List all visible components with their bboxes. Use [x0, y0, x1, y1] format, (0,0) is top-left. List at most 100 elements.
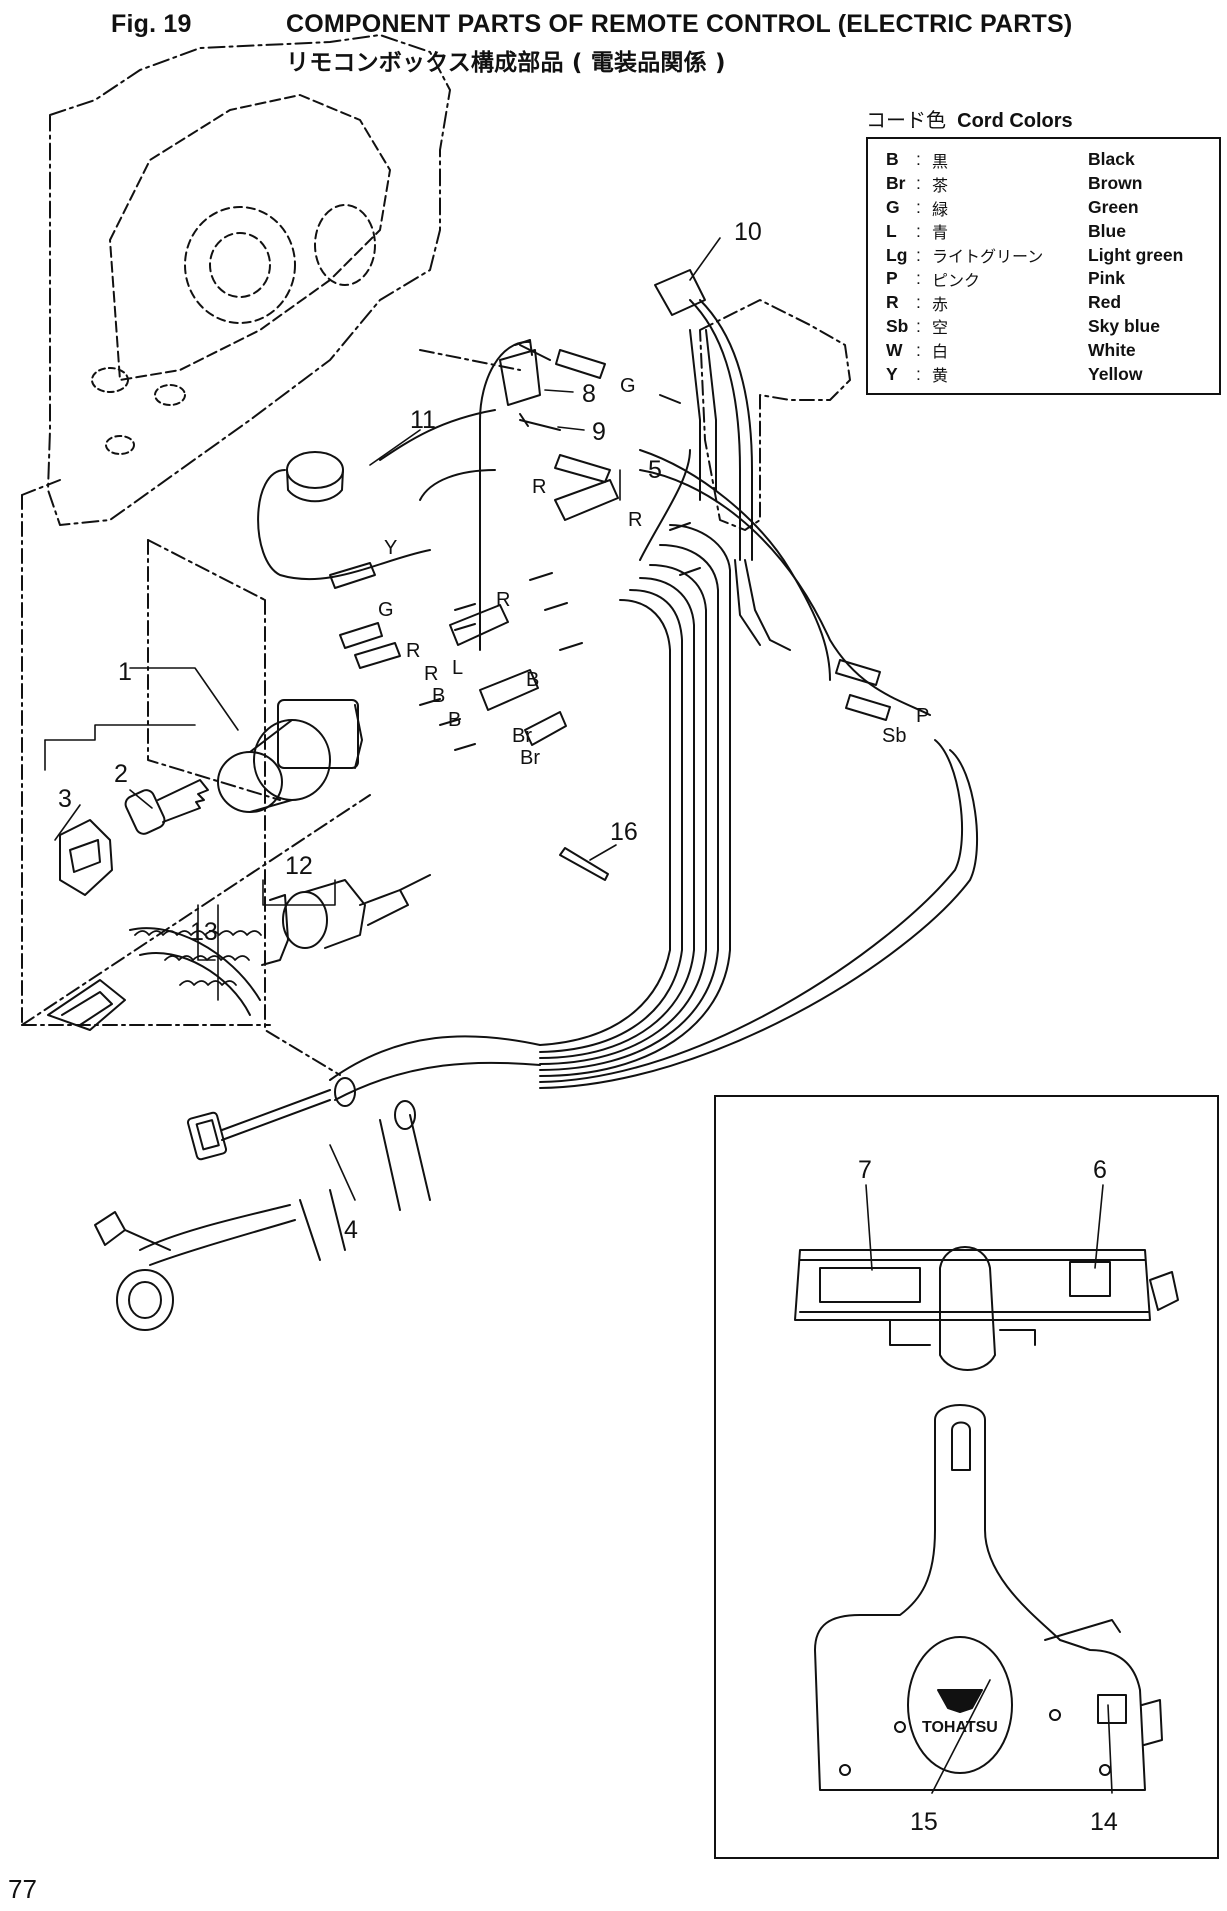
wiring-harness [94, 1035, 541, 1331]
legend-row: B: 黒 Black [886, 148, 1219, 172]
inset-box [714, 1095, 1219, 1859]
page-title-jp: リモコンボックス構成部品 ( 電装品関係 ) [286, 50, 726, 76]
logo-text: TOHATSU [922, 1719, 998, 1736]
legend-heading-jp: コード色 [866, 108, 946, 132]
callout-2: 2 [114, 760, 128, 788]
legend-en: Brown [1088, 173, 1143, 194]
callout-10: 10 [734, 218, 762, 246]
legend-separator: : [916, 196, 921, 217]
legend-separator: : [916, 339, 921, 360]
relay [499, 339, 561, 431]
callout-13: 13 [190, 918, 218, 946]
legend-row: W: 白 White [886, 338, 1219, 362]
lanyard-coil [47, 894, 289, 1031]
legend-jp: 茶 [932, 175, 949, 195]
legend-en: Sky blue [1088, 315, 1160, 336]
main-switch [217, 699, 363, 813]
wire-label-br2: Br [520, 747, 540, 769]
legend-en: White [1088, 339, 1136, 360]
legend-code: B [886, 149, 899, 170]
legend-separator: : [916, 268, 921, 289]
legend-jp: 黒 [932, 151, 949, 171]
wire-label-r-mid1: R [406, 640, 420, 662]
housing-outline [47, 34, 451, 526]
wire-label-r-top: R [532, 476, 546, 498]
wire-label-br1: Br [512, 725, 532, 747]
tohatsu-logo-icon [937, 1689, 983, 1713]
legend-jp: 空 [932, 318, 949, 338]
legend-jp: 青 [932, 223, 949, 243]
legend-jp: 黄 [932, 366, 949, 386]
legend-en: Yellow [1088, 363, 1143, 384]
wire-label-l: L [452, 657, 463, 679]
page-title-en: COMPONENT PARTS OF REMOTE CONTROL (ELECT… [286, 10, 1073, 38]
legend-en: Light green [1088, 244, 1184, 265]
wire-label-b3: B [526, 669, 539, 691]
legend-code: W [886, 339, 903, 360]
wire-label-b2: B [448, 709, 461, 731]
legend-row: Y: 黄 Yellow [886, 362, 1219, 386]
emergency-stop-switch [282, 874, 431, 949]
callout-7: 7 [858, 1156, 872, 1184]
callout-9: 9 [592, 418, 606, 446]
callout-8: 8 [582, 380, 596, 408]
legend-row: P: ピンク Pink [886, 267, 1219, 291]
control-box-front-view [814, 1404, 1163, 1791]
legend-separator: : [916, 292, 921, 313]
wire-label-y: Y [384, 537, 397, 559]
buzzer [286, 451, 344, 503]
legend-en: Pink [1088, 268, 1125, 289]
legend-separator: : [916, 173, 921, 194]
wire-label-p: P [916, 705, 929, 727]
legend-separator: : [916, 149, 921, 170]
legend-code: Sb [886, 315, 909, 336]
ignition-key [124, 779, 209, 835]
callout-4: 4 [344, 1216, 358, 1244]
legend-jp: 赤 [932, 294, 949, 314]
legend-heading-en: Cord Colors [957, 110, 1073, 132]
rubber-sleeves [449, 479, 619, 746]
legend-row: Sb: 空 Sky blue [886, 315, 1219, 339]
wire-label-g-mid: G [378, 599, 394, 621]
wire-label-sb: Sb [882, 725, 906, 747]
legend-heading: コード色 Cord Colors [866, 104, 1073, 133]
wire-label-g-top: G [620, 375, 636, 397]
wire-label-r-mid2: R [424, 663, 438, 685]
legend-jp: 緑 [932, 199, 949, 219]
callout-3: 3 [58, 785, 72, 813]
callout-6: 6 [1093, 1156, 1107, 1184]
handle-phantom [699, 299, 851, 531]
callout-12: 12 [285, 852, 313, 880]
trim-switch-connector [654, 269, 791, 651]
legend-code: L [886, 220, 897, 241]
connectors [329, 349, 891, 751]
legend-code: P [886, 268, 898, 289]
callout-15: 15 [910, 1808, 938, 1836]
callout-11: 11 [410, 406, 436, 434]
legend-code: Br [886, 173, 906, 194]
control-box-top-view [794, 1246, 1179, 1371]
legend-jp: 白 [932, 342, 949, 362]
legend-jp: ライトグリーン [932, 247, 1044, 267]
callout-14: 14 [1090, 1808, 1118, 1836]
wire-label-b1: B [432, 685, 445, 707]
callout-5: 5 [648, 456, 662, 484]
legend-separator: : [916, 363, 921, 384]
legend-code: R [886, 292, 899, 313]
cable-tie [559, 847, 609, 881]
legend-en: Black [1088, 149, 1135, 170]
callout-1: 1 [118, 658, 132, 686]
figure-number: Fig. 19 [111, 10, 192, 38]
legend-separator: : [916, 315, 921, 336]
wire-label-r-mid3: R [496, 589, 510, 611]
legend-code: Y [886, 363, 898, 384]
legend-jp: ピンク [932, 270, 981, 290]
wire-label-r-right: R [628, 509, 642, 531]
legend-code: Lg [886, 244, 908, 265]
